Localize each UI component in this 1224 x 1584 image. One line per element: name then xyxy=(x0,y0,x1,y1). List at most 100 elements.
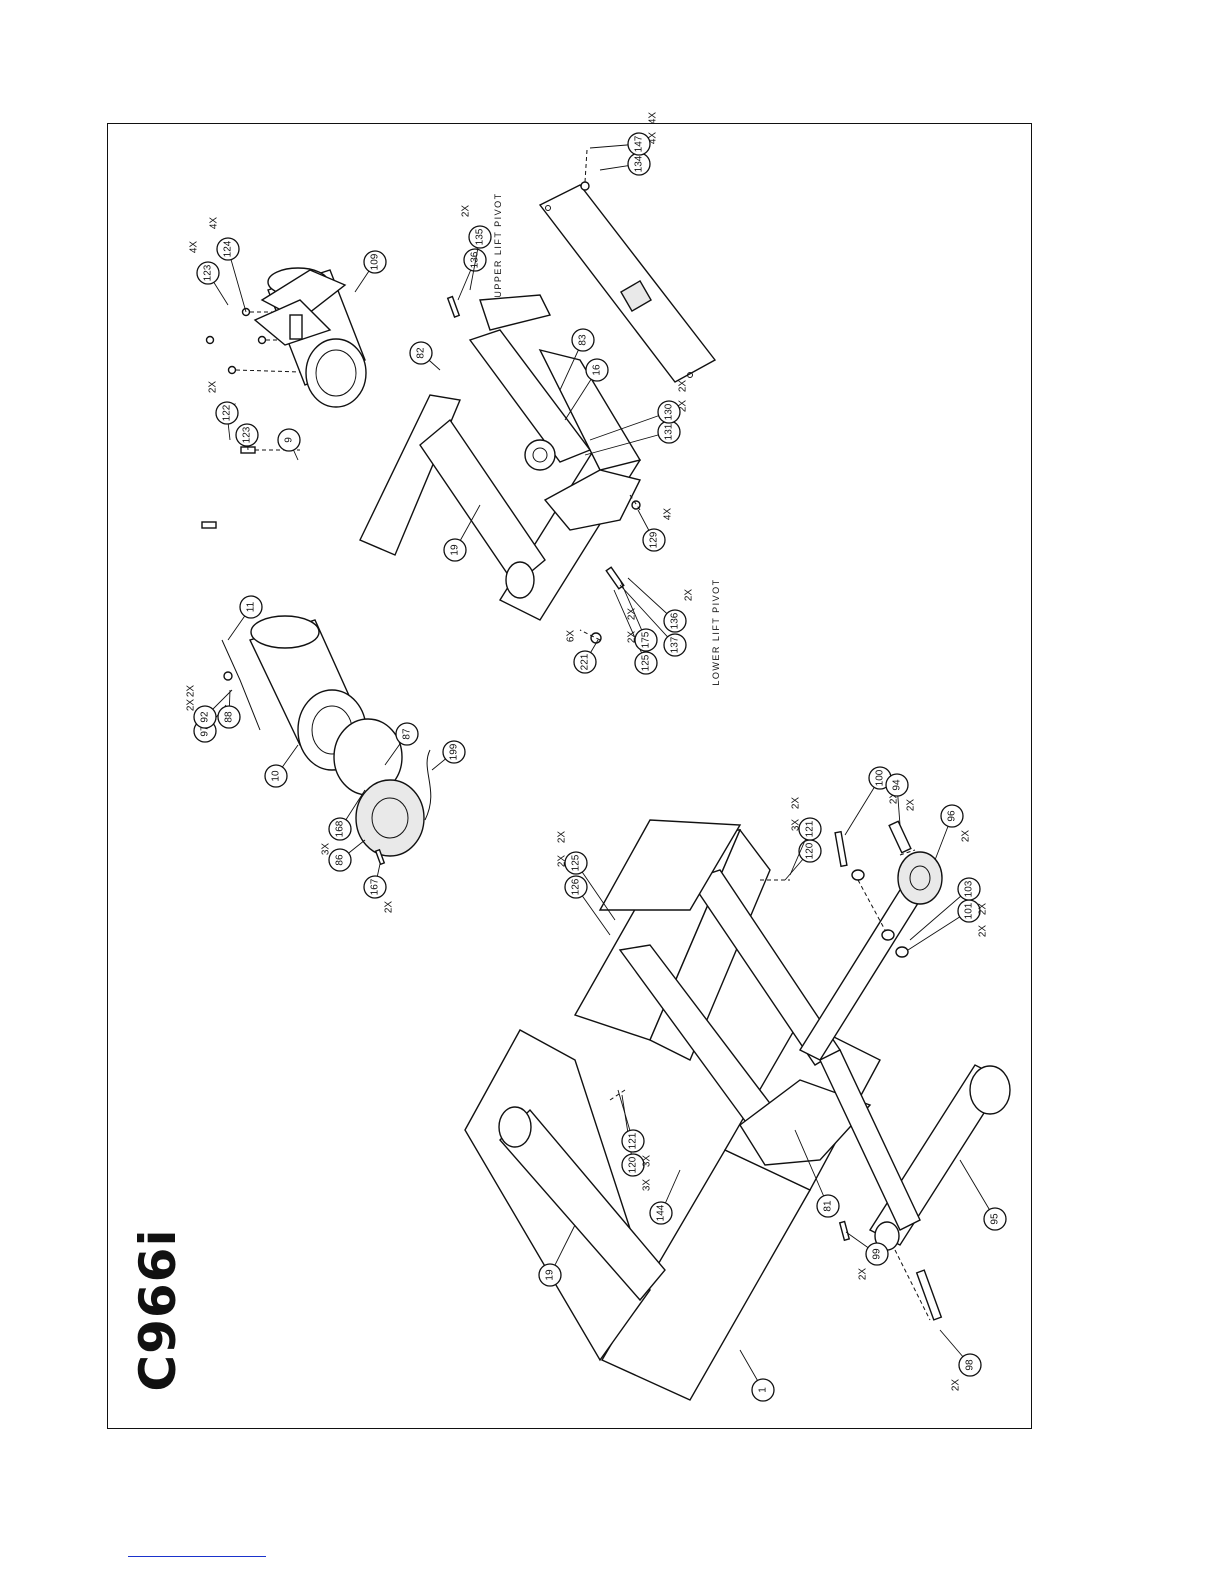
callout-number: 98 xyxy=(965,1359,976,1371)
callout-layer: 1234X1244X1091232X1222X9821361352X1344X1… xyxy=(186,112,1007,1402)
lift-motor-gear xyxy=(524,439,556,471)
callout-number: 199 xyxy=(449,743,460,760)
motor-109-fan xyxy=(315,349,357,397)
callout-bubble xyxy=(663,633,687,657)
cable-199 xyxy=(424,749,432,821)
washer-221 xyxy=(590,632,602,644)
callout-number: 1 xyxy=(758,1387,769,1393)
callout-number: 123 xyxy=(242,426,253,443)
cross-bar-mid xyxy=(468,329,592,463)
callout-bubble xyxy=(264,764,288,788)
callout-number: 92 xyxy=(200,711,211,723)
pivot-plate-top xyxy=(479,294,552,331)
callout-19: 19 xyxy=(443,504,481,562)
bolt-9-b xyxy=(201,521,217,529)
callout-quantity: 2X xyxy=(557,855,568,868)
callout-bubble xyxy=(957,877,981,901)
callout-number: 99 xyxy=(872,1248,883,1260)
callout-137: 137 xyxy=(619,584,687,657)
callout-bubble xyxy=(215,401,239,425)
side-plate-upper xyxy=(598,819,742,911)
callout-bubble xyxy=(751,1378,775,1402)
callout-bubble xyxy=(573,650,597,674)
callout-bubble xyxy=(217,705,241,729)
terminal-88 xyxy=(223,671,233,681)
callout-quantity: 3X xyxy=(791,819,802,832)
callout-number: 121 xyxy=(805,820,816,837)
callout-number: 9 xyxy=(284,437,295,443)
callout-number: 122 xyxy=(222,404,233,421)
callout-bubble xyxy=(463,248,487,272)
motor-10-end xyxy=(250,615,320,649)
callout-bubble xyxy=(634,651,658,675)
motor-109-face xyxy=(305,338,367,408)
callout-136: 136 xyxy=(457,248,487,301)
callout-leader xyxy=(613,589,647,664)
callout-bubble xyxy=(363,875,387,899)
callout-109: 109 xyxy=(354,250,387,293)
lift-motor-gear-hub xyxy=(532,447,548,463)
callout-bubble xyxy=(940,804,964,828)
callout-bubble xyxy=(642,528,666,552)
nut-109-b xyxy=(257,335,267,345)
callout-quantity: 2X xyxy=(557,831,568,844)
callout-number: 100 xyxy=(875,769,886,786)
callout-bubble xyxy=(442,740,466,764)
callout-number: 103 xyxy=(964,880,975,897)
callout-quantity: 2X xyxy=(791,797,802,810)
assembly-line-e xyxy=(609,1089,626,1101)
wire-11 xyxy=(221,639,261,731)
callout-number: 124 xyxy=(223,240,234,257)
callout-number: 129 xyxy=(649,531,660,548)
callout-number: 120 xyxy=(805,842,816,859)
control-board-plate xyxy=(538,184,717,383)
callout-number: 221 xyxy=(580,653,591,670)
callout-quantity: 2X xyxy=(858,1268,869,1281)
assembly-line-g xyxy=(579,629,601,641)
callout-bubble xyxy=(585,358,609,382)
callout-number: 130 xyxy=(664,403,675,420)
callout-number: 125 xyxy=(571,854,582,871)
screw-167 xyxy=(374,848,386,866)
callout-number: 81 xyxy=(823,1200,834,1212)
callout-bubble xyxy=(649,1201,673,1225)
washer-a xyxy=(851,869,865,881)
callout-quantity: 2X xyxy=(678,400,689,413)
callout-199: 199 xyxy=(431,740,466,771)
motor-control-board xyxy=(538,149,717,383)
callout-19: 19 xyxy=(538,1224,576,1287)
assembly-line-b xyxy=(857,879,886,931)
lift-frame-assembly xyxy=(359,294,642,644)
callout-number: 123 xyxy=(203,264,214,281)
wheel-96 xyxy=(897,851,943,905)
callout-bubble xyxy=(885,773,909,797)
callout-86: 86 xyxy=(328,839,366,872)
callout-bubble xyxy=(193,705,217,729)
callout-bubble xyxy=(621,1129,645,1153)
callout-leader xyxy=(619,584,676,646)
wheel-lower xyxy=(969,1065,1011,1115)
fan-assembly xyxy=(333,718,432,866)
screw-147 xyxy=(580,181,590,191)
callout-bubble xyxy=(816,1194,840,1218)
callout-bubble xyxy=(409,341,433,365)
callout-leader xyxy=(589,411,670,441)
roller-end-cap xyxy=(498,1106,532,1148)
callout-bubble xyxy=(216,237,240,261)
footer-link-underline[interactable] xyxy=(128,1556,266,1557)
callout-number: 88 xyxy=(224,711,235,723)
callout-quantity: 3X xyxy=(642,1155,653,1168)
callout-leader xyxy=(621,1094,634,1166)
